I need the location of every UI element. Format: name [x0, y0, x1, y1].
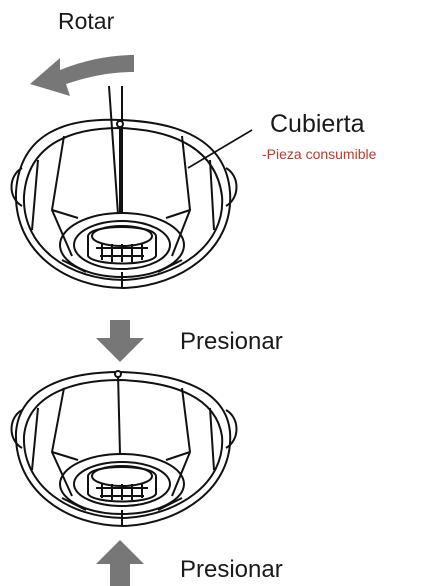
press-label-top: Presionar — [180, 328, 283, 355]
rotate-arrow-icon — [30, 55, 134, 96]
cover-label: Cubierta — [270, 110, 365, 138]
cover-top — [10, 85, 238, 289]
press-label-bottom: Presionar — [180, 556, 283, 583]
arrow-up-icon — [96, 540, 144, 586]
cover-leader-line — [187, 129, 253, 169]
rotate-label: Rotar — [58, 8, 115, 34]
arrow-down-icon — [96, 320, 144, 362]
consumable-note: -Pieza consumible — [262, 146, 377, 162]
cover-bottom — [10, 370, 238, 527]
